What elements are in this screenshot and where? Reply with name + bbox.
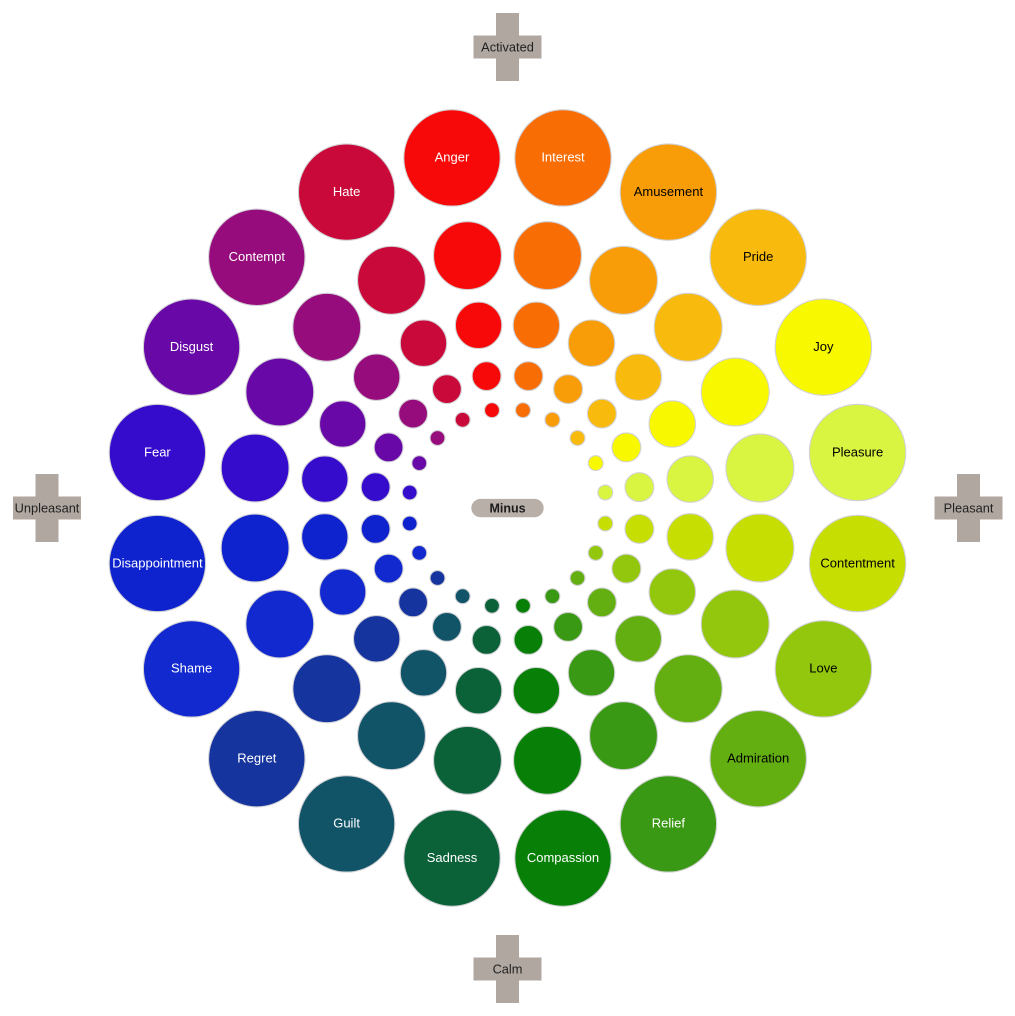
svg-text:Shame: Shame bbox=[171, 661, 212, 676]
svg-text:Disappointment: Disappointment bbox=[112, 555, 203, 570]
svg-text:Calm: Calm bbox=[493, 962, 523, 977]
svg-text:Minus: Minus bbox=[489, 502, 525, 516]
svg-text:Sadness: Sadness bbox=[427, 850, 478, 865]
svg-text:Love: Love bbox=[809, 661, 837, 676]
svg-text:Admiration: Admiration bbox=[727, 751, 789, 766]
svg-text:Contentment: Contentment bbox=[820, 555, 895, 570]
svg-text:Regret: Regret bbox=[237, 751, 276, 766]
svg-text:Unpleasant: Unpleasant bbox=[15, 501, 80, 516]
svg-text:Amusement: Amusement bbox=[634, 184, 704, 199]
svg-text:Interest: Interest bbox=[541, 150, 585, 165]
svg-text:Hate: Hate bbox=[333, 184, 360, 199]
svg-text:Pride: Pride bbox=[743, 249, 773, 264]
svg-text:Fear: Fear bbox=[144, 444, 171, 459]
svg-text:Activated: Activated bbox=[481, 40, 534, 55]
svg-text:Relief: Relief bbox=[652, 816, 686, 831]
svg-text:Compassion: Compassion bbox=[527, 850, 599, 865]
svg-text:Disgust: Disgust bbox=[170, 339, 214, 354]
svg-text:Pleasant: Pleasant bbox=[944, 501, 994, 516]
svg-text:Anger: Anger bbox=[435, 150, 470, 165]
svg-text:Guilt: Guilt bbox=[333, 816, 360, 831]
svg-text:Joy: Joy bbox=[813, 339, 834, 354]
svg-text:Contempt: Contempt bbox=[229, 249, 286, 264]
svg-text:Pleasure: Pleasure bbox=[832, 444, 883, 459]
